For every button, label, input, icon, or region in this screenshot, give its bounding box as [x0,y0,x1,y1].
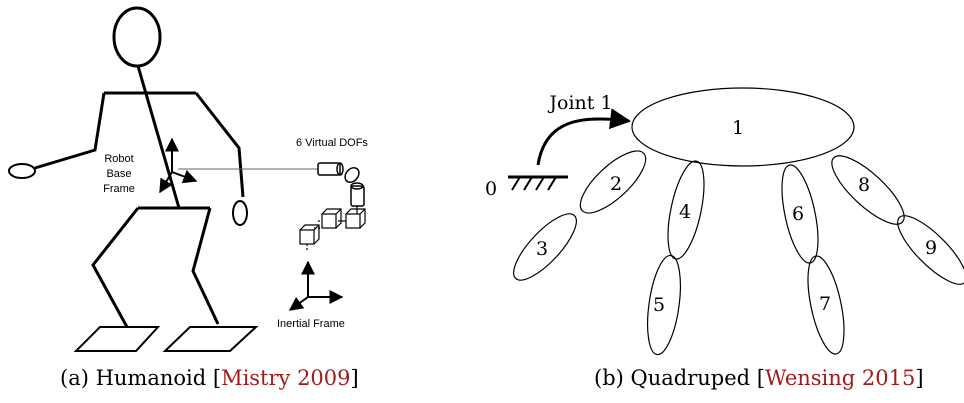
base-frame-axes [159,137,198,194]
humanoid-left-hand [8,163,36,179]
body-label-8: 8 [858,174,870,196]
body-label-6: 6 [792,203,804,225]
body-8 [831,155,905,225]
inertial-frame-label: Inertial Frame [277,318,345,330]
humanoid-diagram [8,6,366,352]
body-label-3: 3 [536,238,548,260]
humanoid-right-hand [232,200,248,226]
humanoid-right-arm [194,92,245,198]
caption-humanoid-suffix: ] [350,366,359,390]
citation-wensing-2015[interactable]: Wensing 2015 [764,366,916,390]
quadruped-diagram [508,87,964,356]
joint-1-arrow [536,108,632,166]
body-label-1: 1 [732,117,744,139]
robot-base-frame-label-3: Frame [103,183,135,195]
robot-base-frame-label-2: Base [106,168,131,180]
body-1 [631,87,855,167]
joint-1-label: Joint 1 [547,92,612,114]
body-label-4: 4 [679,201,691,223]
caption-quadruped: (b) Quadruped [Wensing 2015] [594,366,924,390]
body-label-2: 2 [610,173,622,195]
humanoid-torso [136,65,181,209]
virtual-dofs-label: 6 Virtual DOFs [296,137,368,149]
caption-quadruped-suffix: ] [915,366,924,390]
humanoid-left-arm [34,92,106,170]
robot-base-frame-label-1: Robot [104,153,133,165]
humanoid-left-leg [91,207,140,328]
humanoid-left-foot [73,326,161,352]
citation-mistry-2009[interactable]: Mistry 2009 [221,366,351,390]
humanoid-right-leg [191,207,220,325]
body-3 [513,213,577,281]
caption-humanoid-prefix: (a) Humanoid [ [60,366,222,390]
inertial-frame-axes [288,260,344,311]
caption-quadruped-prefix: (b) Quadruped [ [594,366,765,390]
humanoid-right-foot [162,326,259,352]
ground-symbol [508,175,568,191]
caption-humanoid: (a) Humanoid [Mistry 2009] [60,366,359,390]
humanoid-head [112,6,162,68]
virtual-dof-chain [299,162,366,252]
body-label-9: 9 [925,237,937,259]
body-5 [646,254,682,356]
body-label-7: 7 [819,293,831,315]
body-9 [897,215,964,285]
body-2 [579,150,647,214]
ground-label: 0 [485,178,497,200]
body-label-5: 5 [653,294,665,316]
body-7 [807,255,845,355]
